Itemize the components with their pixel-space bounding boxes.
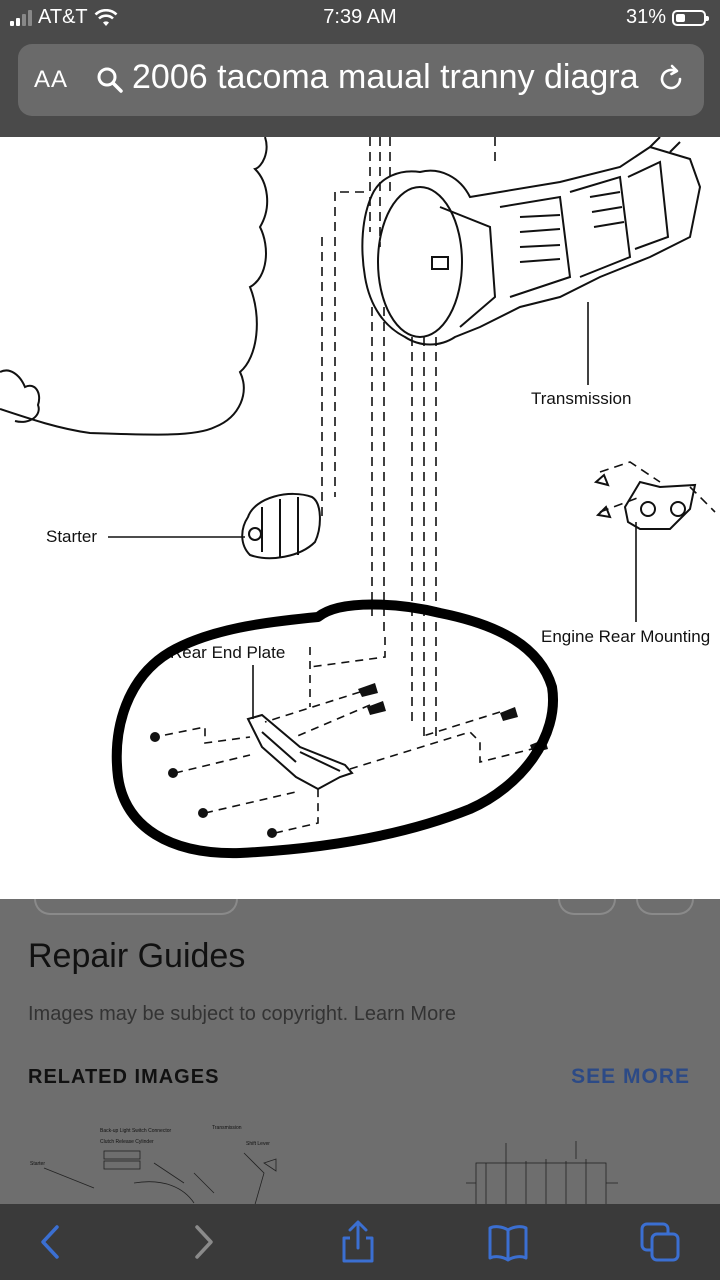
search-query[interactable]: 2006 tacoma maual tranny diagra xyxy=(132,58,639,96)
reader-options-button[interactable]: AA xyxy=(34,66,69,93)
thumb1-label-starter: Starter xyxy=(30,1161,45,1167)
signal-icon xyxy=(10,9,32,26)
bottom-toolbar xyxy=(0,1204,720,1280)
label-transmission: Transmission xyxy=(531,389,631,408)
carrier-label: AT&T xyxy=(38,6,88,28)
thumb1-label-transmission: Transmission xyxy=(212,1125,242,1131)
thumb1-label-shift: Shift Lever xyxy=(246,1141,270,1147)
back-icon[interactable] xyxy=(30,1220,74,1264)
hand-drawn-circle xyxy=(111,599,558,859)
related-heading: RELATED IMAGES xyxy=(28,1066,220,1088)
address-bar[interactable]: AA 2006 tacoma maual tranny diagra xyxy=(18,44,704,116)
bookmarks-icon[interactable] xyxy=(486,1220,530,1264)
ghost-button-right xyxy=(636,899,694,915)
ghost-button-left xyxy=(34,899,238,915)
starter-drawing xyxy=(241,492,321,560)
ghost-button-mid xyxy=(558,899,616,915)
label-starter: Starter xyxy=(46,527,97,546)
carrier-group: AT&T xyxy=(10,6,118,29)
thumb1-label-backup: Back-up Light Switch Connector xyxy=(100,1128,171,1134)
see-more-link[interactable]: SEE MORE xyxy=(571,1065,690,1088)
thumb-diagram-2 xyxy=(466,1141,618,1213)
wifi-icon xyxy=(94,8,118,26)
share-icon[interactable] xyxy=(336,1220,380,1264)
diagram-image[interactable]: Transmission Starter Engine Rear Mountin… xyxy=(0,137,720,899)
clock: 7:39 AM xyxy=(323,6,397,28)
search-icon xyxy=(97,67,123,93)
label-rear-end-plate: Rear End Plate xyxy=(170,643,285,662)
result-panel: Repair Guides Images may be subject to c… xyxy=(0,899,720,1213)
label-leaders xyxy=(108,302,637,719)
thumb-diagram-1: Back-up Light Switch Connector Clutch Re… xyxy=(30,1125,277,1209)
engine-outline xyxy=(0,137,269,436)
reload-icon[interactable] xyxy=(656,64,686,94)
battery-icon xyxy=(672,9,709,26)
plate-drawing xyxy=(246,713,354,791)
battery-group: 31% xyxy=(625,6,709,29)
battery-percent: 31% xyxy=(625,6,666,28)
result-title[interactable]: Repair Guides xyxy=(28,937,246,975)
transmission-drawing xyxy=(361,137,702,346)
label-engine-rear-mounting: Engine Rear Mounting xyxy=(541,627,710,646)
mount-drawing xyxy=(593,473,697,530)
related-thumb-2[interactable] xyxy=(366,1123,704,1213)
leader-dashes xyxy=(321,137,716,742)
thumb1-label-clutch: Clutch Release Cylinder xyxy=(100,1139,154,1145)
related-thumb-1[interactable]: Back-up Light Switch Connector Clutch Re… xyxy=(14,1123,352,1213)
forward-icon[interactable] xyxy=(180,1220,224,1264)
tabs-icon[interactable] xyxy=(638,1220,682,1264)
plate-dashes xyxy=(164,637,541,834)
transmission-diagram: Transmission Starter Engine Rear Mountin… xyxy=(0,137,716,859)
status-bar: AT&T 7:39 AM 31% xyxy=(0,0,720,36)
copyright-notice[interactable]: Images may be subject to copyright. Lear… xyxy=(28,1003,456,1025)
